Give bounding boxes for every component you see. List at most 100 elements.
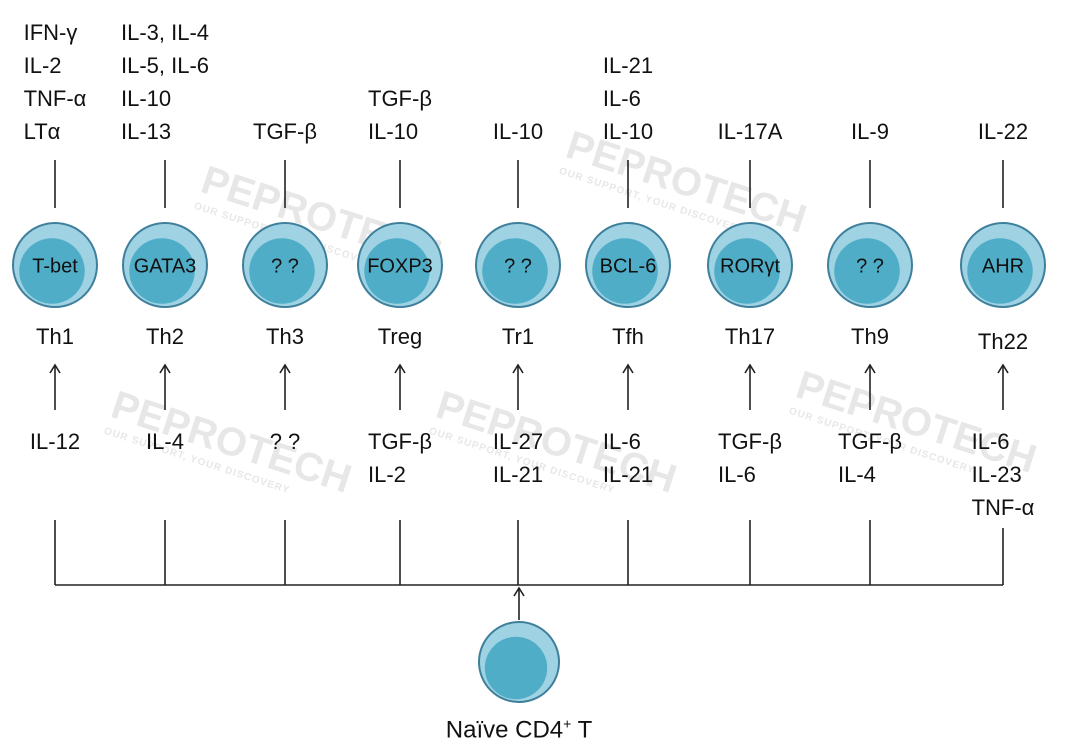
secreted-cytokine: IL-5, IL-6 xyxy=(120,53,210,78)
transcription-factor: RORγt xyxy=(720,255,780,278)
naive-cd4-label: Naïve CD4+ T xyxy=(446,716,592,745)
cell-subset-name: Tr1 xyxy=(501,324,535,349)
cell-th1-nucleus xyxy=(19,238,85,304)
differentiation-arrow-head xyxy=(159,363,171,374)
transcription-factor: AHR xyxy=(981,255,1025,278)
cell-naive-cd4 xyxy=(478,621,560,703)
secreted-cytokine: IFN-γ xyxy=(23,20,78,45)
inducing-cytokine: IL-2 xyxy=(368,462,406,487)
inducing-cytokine: TGF-β xyxy=(838,429,902,454)
secreted-cytokine: IL-9 xyxy=(851,119,889,144)
cell-tfh xyxy=(585,222,671,308)
inducing-cytokine: TGF-β xyxy=(718,429,782,454)
transcription-factor: T-bet xyxy=(32,255,78,278)
secreted-cytokines: TGF-β xyxy=(253,115,317,148)
secreted-cytokines: IL-9 xyxy=(851,115,889,148)
inducing-cytokines: IL-12 xyxy=(30,425,80,458)
naive-up-arrow-head xyxy=(513,586,525,597)
lineage-column-th3: TGF-β ? ? Th3 ? ? xyxy=(220,0,350,755)
secreted-cytokine: TNF-α xyxy=(23,86,87,111)
transcription-factor: FOXP3 xyxy=(367,255,433,278)
secreted-cytokine: IL-22 xyxy=(977,119,1029,144)
secreted-cytokine: IL-10 xyxy=(120,86,172,111)
transcription-factor: ? ? xyxy=(271,255,299,278)
secreted-cytokine: IL-10 xyxy=(602,119,654,144)
cell-naive-cd4-nucleus xyxy=(484,636,548,700)
cell-th2 xyxy=(122,222,208,308)
cell-subset-name: Th1 xyxy=(36,324,74,349)
differentiation-arrow-head xyxy=(394,363,406,374)
secreted-cytokine: TGF-β xyxy=(368,86,432,111)
cell-th3-nucleus xyxy=(249,238,315,304)
differentiation-arrow-head xyxy=(744,363,756,374)
cell-th17-nucleus xyxy=(714,238,780,304)
differentiation-arrow-head xyxy=(279,363,291,374)
inducing-cytokine: IL-23 xyxy=(971,462,1022,487)
secreted-cytokine: IL-6 xyxy=(602,86,641,111)
inducing-cytokine: ? ? xyxy=(269,429,301,454)
cell-tfh-nucleus xyxy=(592,238,658,304)
inducing-cytokine: IL-27 xyxy=(492,429,544,454)
cell-th22 xyxy=(960,222,1046,308)
cell-subset-name: Tfh xyxy=(612,324,644,349)
inducing-cytokine: IL-6 xyxy=(718,462,756,487)
secreted-cytokine: IL-21 xyxy=(602,53,654,78)
naive-cd4-text: Naïve CD4 xyxy=(445,716,564,744)
cell-subset-name: Th22 xyxy=(977,329,1029,354)
cell-tr1 xyxy=(475,222,561,308)
differentiation-arrow-head xyxy=(622,363,634,374)
cell-subset-name: Th17 xyxy=(724,324,776,349)
transcription-factor: BCL-6 xyxy=(599,255,657,278)
secreted-cytokine: IL-13 xyxy=(120,119,172,144)
cell-th1 xyxy=(12,222,98,308)
differentiation-arrow-head xyxy=(864,363,876,374)
secreted-cytokine: IL-3, IL-4 xyxy=(120,20,210,45)
inducing-cytokine: IL-21 xyxy=(492,462,544,487)
differentiation-arrow-head xyxy=(49,363,61,374)
inducing-cytokine: IL-21 xyxy=(602,462,654,487)
differentiation-arrow-head xyxy=(512,363,524,374)
secreted-cytokines: IL-17A xyxy=(718,115,783,148)
cell-subset-name: Th3 xyxy=(266,324,304,349)
cell-treg xyxy=(357,222,443,308)
inducing-cytokine: TGF-β xyxy=(368,429,432,454)
transcription-factor: ? ? xyxy=(856,255,884,278)
cell-treg-nucleus xyxy=(364,238,430,304)
inducing-cytokine: TNF-α xyxy=(971,495,1035,520)
secreted-cytokine: IL-10 xyxy=(492,119,544,144)
secreted-cytokines: IL-22 xyxy=(978,115,1028,148)
secreted-cytokine: LTα xyxy=(23,119,61,144)
secreted-cytokine: IL-10 xyxy=(368,119,419,144)
cell-th3 xyxy=(242,222,328,308)
differentiation-arrow-head xyxy=(997,363,1009,374)
secreted-cytokine: TGF-β xyxy=(253,119,317,144)
inducing-cytokine: IL-6 xyxy=(971,429,1010,454)
cell-th17 xyxy=(707,222,793,308)
cell-th9-nucleus xyxy=(834,238,900,304)
secreted-cytokine: IL-2 xyxy=(23,53,62,78)
cell-subset-name: Treg xyxy=(377,324,423,349)
cell-th2-nucleus xyxy=(129,238,195,304)
cell-subset-name: Th9 xyxy=(851,324,889,349)
naive-cd4-suffix: T xyxy=(571,716,593,744)
secreted-cytokines: IL-10 xyxy=(493,115,543,148)
secreted-cytokine: IL-17A xyxy=(717,119,783,144)
